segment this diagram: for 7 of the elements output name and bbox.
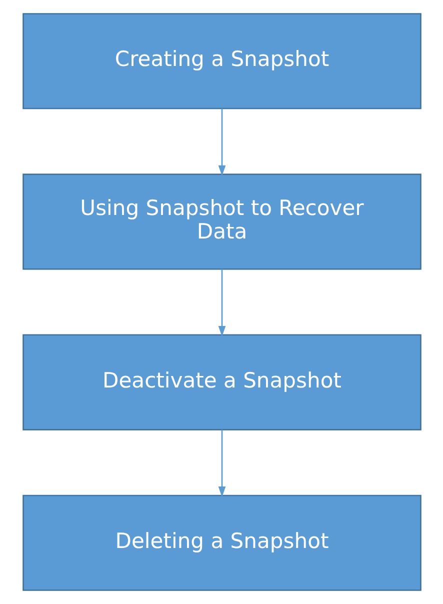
- node-box: Deleting a Snapshot: [22, 494, 421, 591]
- arrow: [218, 269, 226, 337]
- arrow: [218, 430, 226, 498]
- arrow: [218, 108, 226, 176]
- node-box: Creating a Snapshot: [22, 13, 421, 110]
- node-box: Using Snapshot to Recover Data: [22, 174, 421, 270]
- node-box: Deactivate a Snapshot: [22, 334, 421, 430]
